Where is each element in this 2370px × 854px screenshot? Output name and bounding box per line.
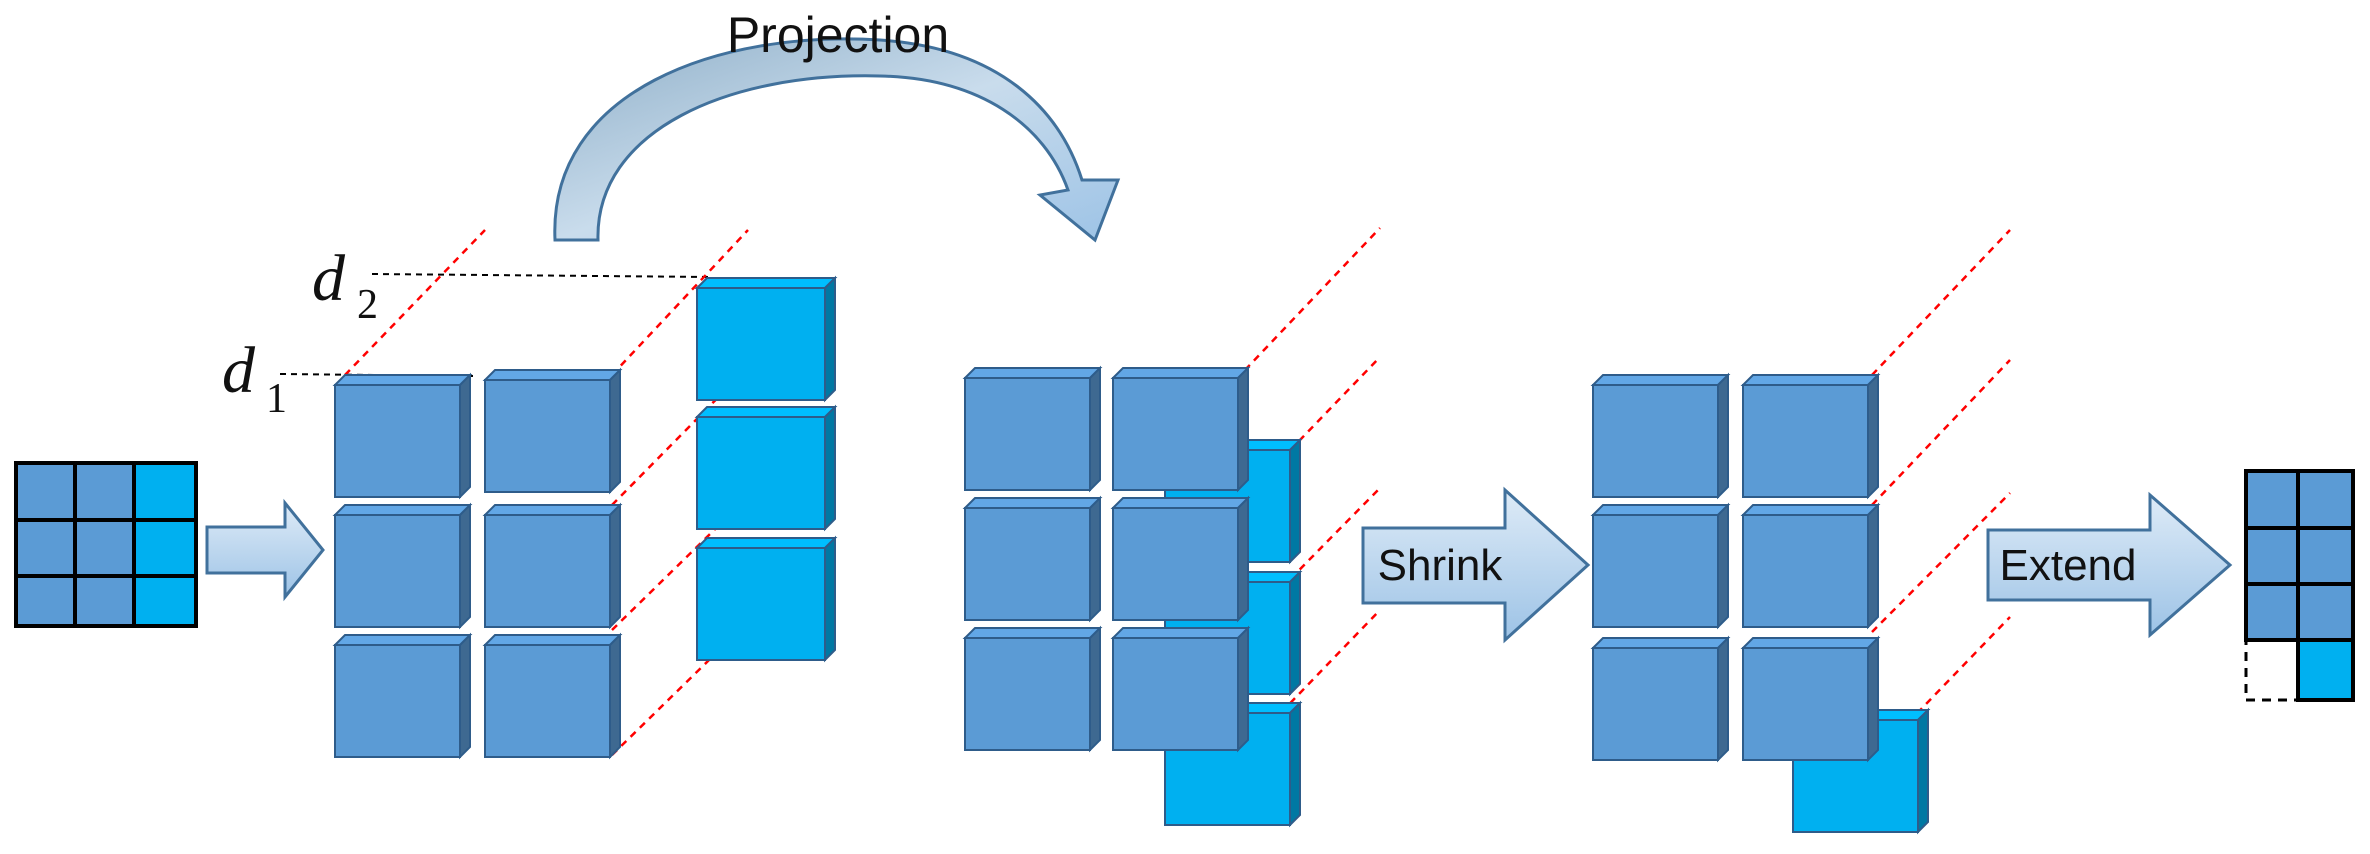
projection-label: Projection — [727, 7, 949, 63]
projection-curved-arrow — [553, 37, 1121, 243]
depth-label-d1: d 1 — [222, 334, 287, 422]
shrink-arrow — [1361, 486, 1591, 644]
stage3-dark-cube — [1590, 502, 1731, 630]
svg-text:2: 2 — [357, 282, 378, 328]
svg-text:d: d — [222, 334, 256, 407]
input-arrow — [205, 498, 325, 602]
empty-cell-dashed — [2244, 638, 2298, 702]
d2-guide-line — [371, 273, 713, 278]
stage1-dark-cube — [332, 632, 473, 760]
stage1-dark-cube — [332, 502, 473, 630]
stage2-dark-cube — [962, 625, 1103, 753]
stage1-dark-cube — [482, 632, 623, 760]
stage1-light-cube — [694, 535, 838, 663]
stage1-dark-cube — [482, 367, 623, 495]
stage3-dark-cube — [1740, 372, 1881, 500]
stage3-dark-cube — [1590, 372, 1731, 500]
stage3-dark-cube — [1740, 635, 1881, 763]
stage3-dark-cube — [1740, 502, 1881, 630]
stage2-dark-cube — [1110, 625, 1251, 753]
stage2-dark-cube — [1110, 365, 1251, 493]
stage2-dark-cube — [1110, 495, 1251, 623]
stage1-dark-cube — [482, 502, 623, 630]
stage1-light-cube — [694, 275, 838, 403]
stage3-dark-cube — [1590, 635, 1731, 763]
svg-text:1: 1 — [266, 376, 287, 422]
svg-text:d: d — [312, 242, 346, 315]
input-grid — [14, 461, 198, 628]
extend-arrow — [1986, 491, 2233, 639]
stage2-dark-cube — [962, 365, 1103, 493]
stage1-dark-cube — [332, 372, 473, 500]
cube-layer — [332, 275, 1931, 835]
output-grid — [2244, 469, 2355, 702]
stage1-light-cube — [694, 404, 838, 532]
depth-label-d2: d 2 — [312, 242, 378, 328]
stage2-dark-cube — [962, 495, 1103, 623]
extend-label: Extend — [2000, 541, 2137, 590]
shrink-label: Shrink — [1378, 541, 1504, 590]
